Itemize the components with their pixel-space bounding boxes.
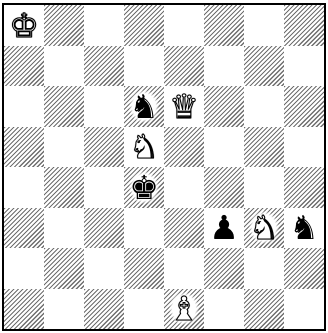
white-queen-icon-glyph: ♛ (169, 90, 199, 123)
square-b8[interactable] (44, 5, 84, 46)
white-knight-icon-glyph: ♞ (249, 211, 279, 244)
square-g5[interactable] (244, 127, 284, 168)
square-e7[interactable] (164, 46, 204, 87)
square-e2[interactable] (164, 248, 204, 289)
square-a7[interactable] (4, 46, 44, 87)
square-b5[interactable] (44, 127, 84, 168)
square-a3[interactable] (4, 208, 44, 249)
square-h1[interactable] (284, 289, 324, 330)
white-queen-icon[interactable]: ♛ (164, 86, 204, 127)
black-knight-icon-glyph: ♞ (129, 90, 159, 123)
square-c1[interactable] (84, 289, 124, 330)
square-b1[interactable] (44, 289, 84, 330)
white-king-icon[interactable]: ♚ (4, 5, 44, 46)
square-d1[interactable] (124, 289, 164, 330)
square-g4[interactable] (244, 167, 284, 208)
white-knight-icon-glyph: ♞ (129, 130, 159, 163)
black-king-icon-glyph: ♚ (129, 171, 159, 204)
square-a5[interactable] (4, 127, 44, 168)
square-g1[interactable] (244, 289, 284, 330)
black-knight-icon-glyph: ♞ (289, 211, 319, 244)
square-h6[interactable] (284, 86, 324, 127)
black-king-icon[interactable]: ♚ (124, 167, 164, 208)
square-b2[interactable] (44, 248, 84, 289)
square-b7[interactable] (44, 46, 84, 87)
square-c6[interactable] (84, 86, 124, 127)
square-d3[interactable] (124, 208, 164, 249)
black-knight-icon[interactable]: ♞ (124, 86, 164, 127)
square-g6[interactable] (244, 86, 284, 127)
chess-board: ♚ ♞ ♛ ♞ ♚ ♟ ♞ ♞ ♝ (4, 5, 324, 329)
square-e3[interactable] (164, 208, 204, 249)
white-knight-icon[interactable]: ♞ (124, 127, 164, 168)
square-c8[interactable] (84, 5, 124, 46)
square-f5[interactable] (204, 127, 244, 168)
square-g8[interactable] (244, 5, 284, 46)
square-h4[interactable] (284, 167, 324, 208)
square-a4[interactable] (4, 167, 44, 208)
white-knight-icon[interactable]: ♞ (244, 208, 284, 249)
black-pawn-icon[interactable]: ♟ (204, 208, 244, 249)
square-f1[interactable] (204, 289, 244, 330)
square-h8[interactable] (284, 5, 324, 46)
square-d2[interactable] (124, 248, 164, 289)
square-f7[interactable] (204, 46, 244, 87)
square-d8[interactable] (124, 5, 164, 46)
square-c7[interactable] (84, 46, 124, 87)
square-a2[interactable] (4, 248, 44, 289)
square-c3[interactable] (84, 208, 124, 249)
square-e8[interactable] (164, 5, 204, 46)
white-bishop-icon[interactable]: ♝ (164, 289, 204, 330)
black-pawn-icon-glyph: ♟ (209, 211, 239, 244)
square-h2[interactable] (284, 248, 324, 289)
square-e4[interactable] (164, 167, 204, 208)
white-king-icon-glyph: ♚ (9, 9, 39, 42)
square-e5[interactable] (164, 127, 204, 168)
square-c5[interactable] (84, 127, 124, 168)
square-f2[interactable] (204, 248, 244, 289)
square-b6[interactable] (44, 86, 84, 127)
square-c4[interactable] (84, 167, 124, 208)
square-b4[interactable] (44, 167, 84, 208)
square-a1[interactable] (4, 289, 44, 330)
square-f4[interactable] (204, 167, 244, 208)
square-g7[interactable] (244, 46, 284, 87)
square-a6[interactable] (4, 86, 44, 127)
chess-board-frame: ♚ ♞ ♛ ♞ ♚ ♟ ♞ ♞ ♝ (2, 3, 326, 331)
square-d7[interactable] (124, 46, 164, 87)
square-h5[interactable] (284, 127, 324, 168)
square-g2[interactable] (244, 248, 284, 289)
square-f6[interactable] (204, 86, 244, 127)
square-f8[interactable] (204, 5, 244, 46)
square-c2[interactable] (84, 248, 124, 289)
square-b3[interactable] (44, 208, 84, 249)
white-bishop-icon-glyph: ♝ (169, 292, 199, 325)
black-knight-icon[interactable]: ♞ (284, 208, 324, 249)
square-h7[interactable] (284, 46, 324, 87)
